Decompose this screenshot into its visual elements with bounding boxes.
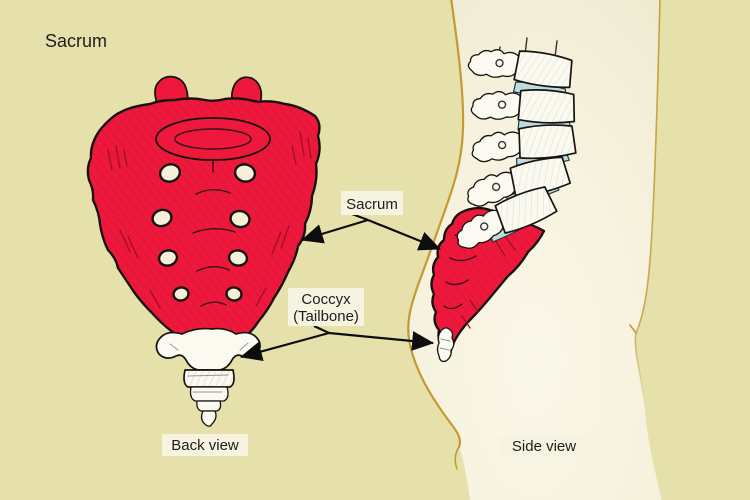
gluteal-fold-line xyxy=(454,446,460,470)
page-title: Sacrum xyxy=(45,31,107,51)
vertebra-l1 xyxy=(467,49,573,89)
vertebra-l3 xyxy=(471,124,577,163)
side-hatch-lines xyxy=(119,225,290,309)
sacrum-back-hatching xyxy=(87,98,320,343)
callout-sacrum: Sacrum xyxy=(300,191,442,251)
vertebra-l4 xyxy=(467,156,572,207)
coccyx-side-segments xyxy=(439,338,451,351)
back-view-caption-box xyxy=(162,434,248,456)
coccyx-side-shape xyxy=(436,327,455,363)
hip-notch-line xyxy=(629,324,637,334)
vertebra-l5 xyxy=(456,186,558,249)
back-view-illustration xyxy=(86,75,321,427)
back-view-caption: Back view xyxy=(171,437,239,454)
coccyx-back-shape xyxy=(155,327,261,427)
sacral-canal xyxy=(174,128,252,150)
coccyx-label-line1: Coccyx xyxy=(301,291,351,308)
crest-bump-4 xyxy=(200,301,227,307)
captions: Back view Side view xyxy=(162,434,588,457)
sacrum-arrow-left xyxy=(300,218,369,244)
body-silhouette xyxy=(407,0,662,500)
crest-bump-3 xyxy=(196,266,230,272)
sacral-base-ring xyxy=(155,117,271,161)
side-view-illustration xyxy=(430,37,577,363)
coccyx-label-box xyxy=(288,288,364,326)
sacrum-arrow-right xyxy=(367,218,442,251)
wing-hatch-lines xyxy=(107,131,312,171)
sacral-foramina xyxy=(151,163,257,302)
sacrum-side-hatch-lines xyxy=(461,235,516,329)
callout-coccyx: Coccyx (Tailbone) xyxy=(239,288,435,362)
back-contour-line xyxy=(407,0,465,449)
lumbar-spine xyxy=(456,49,577,249)
coccyx-arrow-stub xyxy=(313,325,330,334)
sacrum-label-box xyxy=(341,191,403,215)
crest-bump-2 xyxy=(192,228,236,234)
coccyx-label-line2: (Tailbone) xyxy=(293,308,359,325)
vertebra-l2 xyxy=(470,89,576,124)
coccyx-arrow-right xyxy=(328,331,435,351)
coccyx-arrow-left xyxy=(239,331,330,362)
body-fill xyxy=(408,0,662,500)
side-view-caption-box xyxy=(500,435,588,457)
front-contour-line xyxy=(634,0,661,409)
crest-bump-1 xyxy=(195,189,231,195)
sacrum-label: Sacrum xyxy=(346,196,398,213)
side-view-caption: Side view xyxy=(512,438,576,455)
